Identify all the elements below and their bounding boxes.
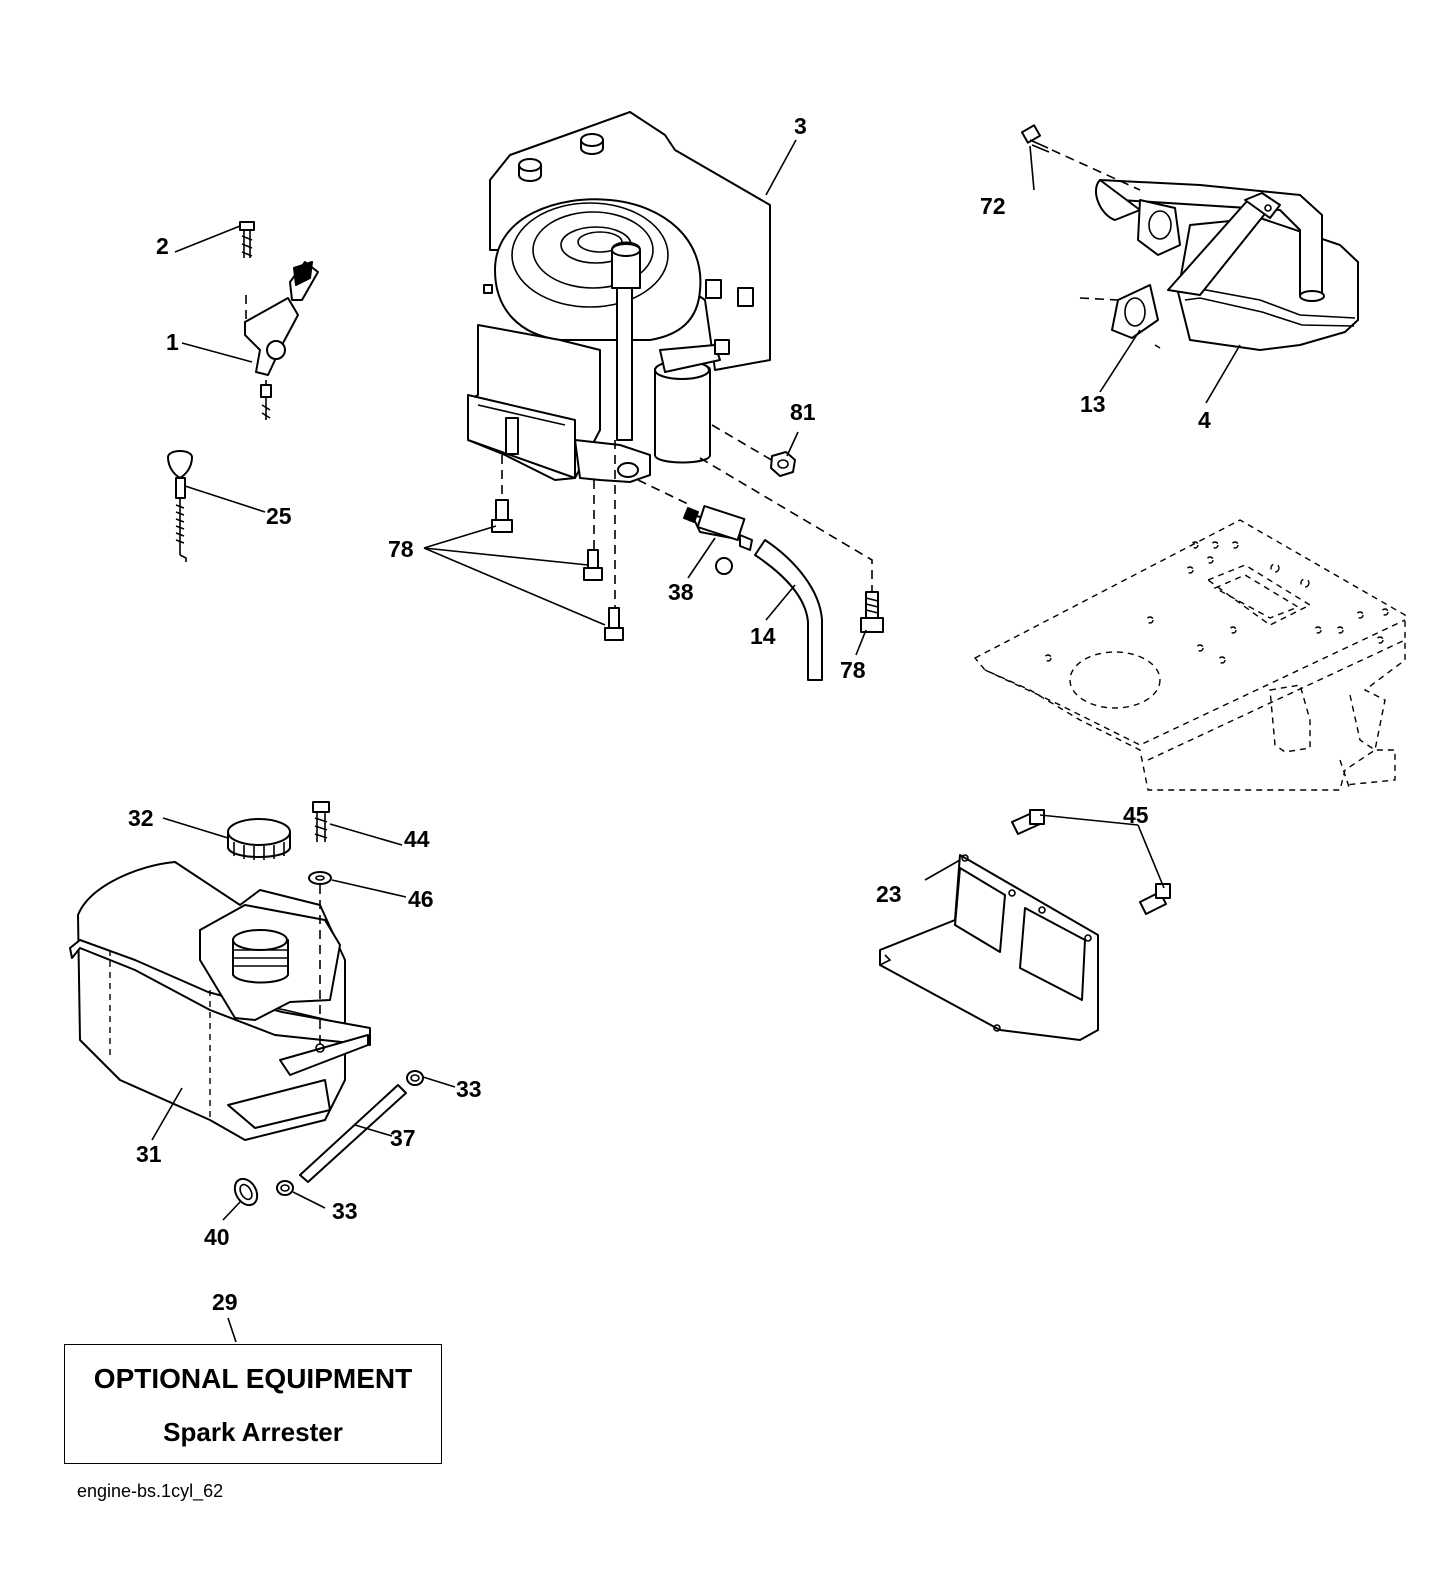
callout-23: 23 [876,881,902,907]
exhaust-flange [1137,199,1181,256]
callout-37: 37 [390,1125,416,1151]
callout-33-lower: 33 [332,1198,358,1224]
muffler [1095,179,1359,351]
fuel-line [299,1084,407,1183]
callout-78-left: 78 [388,536,414,562]
callout-32: 32 [128,805,154,831]
throttle-control [244,261,319,420]
callout-33-upper: 33 [456,1076,482,1102]
mounting-bolts [491,499,884,641]
hose-clamps [276,1070,424,1196]
callout-72: 72 [980,193,1006,219]
tank-screw [312,801,330,842]
notice-title: OPTIONAL EQUIPMENT [93,1363,413,1394]
fuel-filter [683,505,753,575]
notice-item: Spark Arrester [163,1417,343,1447]
callout-45: 45 [1123,802,1149,828]
hex-nut [770,451,796,477]
callout-40: 40 [204,1224,230,1250]
callout-44: 44 [404,826,430,852]
callout-2: 2 [156,233,169,259]
heat-shield [879,854,1099,1041]
callout-29: 29 [212,1289,238,1315]
callout-81: 81 [790,399,816,425]
callout-78-right: 78 [840,657,866,683]
callout-31: 31 [136,1141,162,1167]
callout-13: 13 [1080,391,1106,417]
callout-25: 25 [266,503,292,529]
drawing-reference: engine-bs.1cyl_62 [77,1481,224,1501]
engine-guide-lines [501,424,873,608]
engine [467,111,771,483]
fuel-cap [227,818,291,860]
callout-46: 46 [408,886,434,912]
choke-knob [167,450,193,562]
tank-screw-hole [315,1043,325,1053]
leader-lines [151,139,1241,1343]
callout-38: 38 [668,579,694,605]
fuel-hose [754,539,823,681]
throttle-screw [239,221,255,258]
frame-holes [1044,541,1389,664]
washer [308,871,332,885]
shield-screws [1011,809,1171,915]
tank-filler-neck [232,929,289,984]
muffler-screw [1020,124,1050,153]
bushing [233,1177,259,1207]
frame-plate [973,519,1406,791]
callout-1: 1 [166,329,179,355]
callout-4: 4 [1198,407,1211,433]
callout-3: 3 [794,113,807,139]
gasket [1111,284,1159,339]
callout-14: 14 [750,623,776,649]
screw-guide-line [1051,149,1141,191]
gasket-guide-line [1079,297,1161,349]
fuel-tank [69,861,371,1141]
optional-equipment-box: OPTIONAL EQUIPMENT Spark Arrester [64,1344,442,1464]
